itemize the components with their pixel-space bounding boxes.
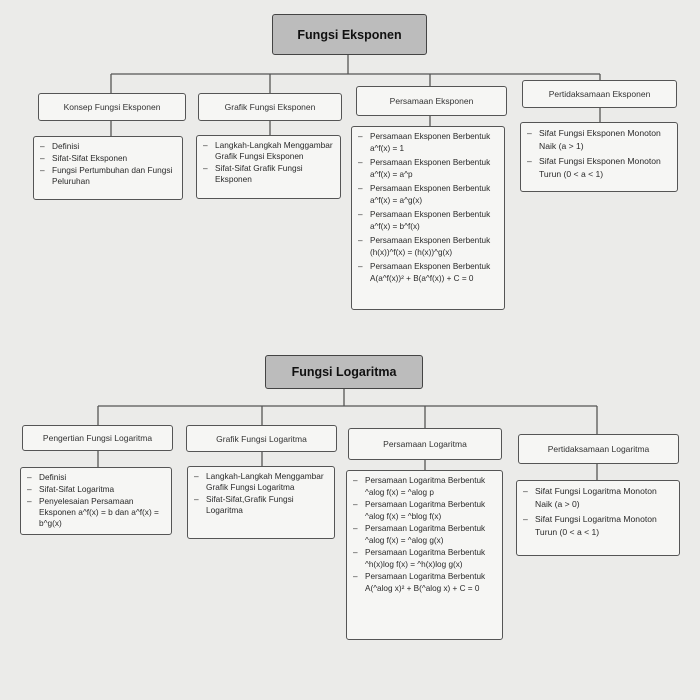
category-konsep-fungsi-eksponen: Konsep Fungsi Eksponen <box>38 93 186 121</box>
list-item: Persamaan Eksponen Berbentuk A(a^f(x))² … <box>356 261 498 285</box>
list-item: Fungsi Pertumbuhan dan Fungsi Peluruhan <box>38 165 176 187</box>
list-item: Persamaan Logaritma Berbentuk A(^alog x)… <box>351 571 496 594</box>
list-item: Persamaan Eksponen Berbentuk a^f(x) = a^… <box>356 183 498 207</box>
list-item: Sifat Fungsi Logaritma Monoton Naik (a >… <box>521 485 673 511</box>
list-item: Langkah-Langkah Menggambar Grafik Fungsi… <box>201 140 334 162</box>
list-item: Sifat-Sifat Eksponen <box>38 153 176 164</box>
content-grafik-fungsi-eksponen: Langkah-Langkah Menggambar Grafik Fungsi… <box>196 135 341 199</box>
list-item: Penyelesaian Persamaan Eksponen a^f(x) =… <box>25 496 165 529</box>
title-fungsi-logaritma: Fungsi Logaritma <box>265 355 423 389</box>
list-item: Definisi <box>25 472 165 483</box>
category-persamaan-eksponen: Persamaan Eksponen <box>356 86 507 116</box>
content-pengertian-fungsi-logaritma: Definisi Sifat-Sifat Logaritma Penyelesa… <box>20 467 172 535</box>
content-konsep-fungsi-eksponen: Definisi Sifat-Sifat Eksponen Fungsi Per… <box>33 136 183 200</box>
category-grafik-fungsi-logaritma: Grafik Fungsi Logaritma <box>186 425 337 452</box>
list-item: Persamaan Eksponen Berbentuk a^f(x) = b^… <box>356 209 498 233</box>
title-fungsi-eksponen: Fungsi Eksponen <box>272 14 427 55</box>
category-pertidaksamaan-eksponen: Pertidaksamaan Eksponen <box>522 80 677 108</box>
category-pengertian-fungsi-logaritma: Pengertian Fungsi Logaritma <box>22 425 173 451</box>
list-item: Persamaan Eksponen Berbentuk a^f(x) = 1 <box>356 131 498 155</box>
list-item: Persamaan Logaritma Berbentuk ^alog f(x)… <box>351 475 496 498</box>
list-item: Definisi <box>38 141 176 152</box>
list-item: Sifat Fungsi Logaritma Monoton Turun (0 … <box>521 513 673 539</box>
list-item: Sifat Fungsi Eksponen Monoton Turun (0 <… <box>525 155 671 181</box>
content-pertidaksamaan-eksponen: Sifat Fungsi Eksponen Monoton Naik (a > … <box>520 122 678 192</box>
content-grafik-fungsi-logaritma: Langkah-Langkah Menggambar Grafik Fungsi… <box>187 466 335 539</box>
list-item: Persamaan Logaritma Berbentuk ^alog f(x)… <box>351 523 496 546</box>
category-grafik-fungsi-eksponen: Grafik Fungsi Eksponen <box>198 93 342 121</box>
list-item: Persamaan Logaritma Berbentuk ^h(x)log f… <box>351 547 496 570</box>
category-persamaan-logaritma: Persamaan Logaritma <box>348 428 502 460</box>
list-item: Sifat-Sifat Logaritma <box>25 484 165 495</box>
list-item: Sifat-Sifat,Grafik Fungsi Logaritma <box>192 494 328 516</box>
list-item: Langkah-Langkah Menggambar Grafik Fungsi… <box>192 471 328 493</box>
content-pertidaksamaan-logaritma: Sifat Fungsi Logaritma Monoton Naik (a >… <box>516 480 680 556</box>
content-persamaan-eksponen: Persamaan Eksponen Berbentuk a^f(x) = 1 … <box>351 126 505 310</box>
list-item: Persamaan Logaritma Berbentuk ^alog f(x)… <box>351 499 496 522</box>
list-item: Sifat-Sifat Grafik Fungsi Eksponen <box>201 163 334 185</box>
list-item: Persamaan Eksponen Berbentuk a^f(x) = a^… <box>356 157 498 181</box>
list-item: Sifat Fungsi Eksponen Monoton Naik (a > … <box>525 127 671 153</box>
list-item: Persamaan Eksponen Berbentuk (h(x))^f(x)… <box>356 235 498 259</box>
content-persamaan-logaritma: Persamaan Logaritma Berbentuk ^alog f(x)… <box>346 470 503 640</box>
category-pertidaksamaan-logaritma: Pertidaksamaan Logaritma <box>518 434 679 464</box>
